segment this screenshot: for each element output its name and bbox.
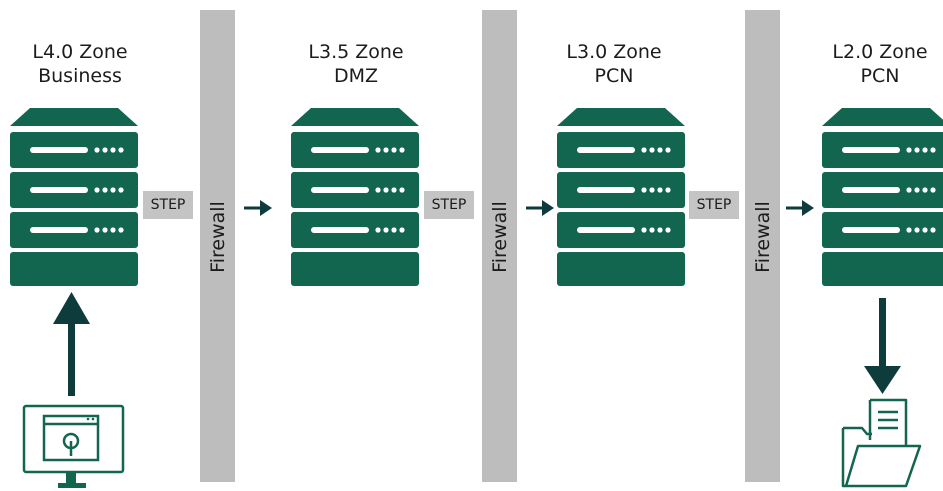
arrow-icon	[244, 200, 272, 216]
firewall-3: Firewall	[745, 10, 780, 482]
arrow-up-icon	[53, 292, 90, 396]
zone-title-l30: L3.0 Zone PCN	[534, 40, 694, 88]
zone-title-line2: DMZ	[333, 65, 379, 87]
zone-title-line2: PCN	[594, 65, 634, 87]
zone-title-l35: L3.5 Zone DMZ	[276, 40, 436, 88]
server-icon	[557, 108, 685, 286]
firewall-2: Firewall	[482, 10, 517, 482]
arrow-icon	[786, 200, 814, 216]
server-icon	[822, 108, 943, 286]
zone-title-line1: L3.0 Zone	[566, 41, 662, 63]
step-label-2: STEP	[424, 191, 474, 219]
document-folder-icon	[841, 398, 922, 488]
zone-title-l40: L4.0 Zone Business	[0, 40, 160, 88]
zone-title-l20: L2.0 Zone PCN	[800, 40, 943, 88]
firewall-1: Firewall	[200, 10, 235, 482]
server-icon	[291, 108, 419, 286]
arrow-icon	[526, 200, 554, 216]
step-label-1: STEP	[143, 191, 193, 219]
zone-title-line1: L2.0 Zone	[832, 41, 928, 63]
zone-title-line1: L4.0 Zone	[32, 41, 128, 63]
zone-title-line2: Business	[38, 65, 122, 87]
arrow-down-icon	[864, 298, 901, 394]
zone-title-line2: PCN	[860, 65, 900, 87]
computer-monitor-icon	[22, 404, 125, 488]
zone-title-line1: L3.5 Zone	[308, 41, 404, 63]
step-label-3: STEP	[689, 191, 739, 219]
server-icon	[10, 108, 138, 286]
